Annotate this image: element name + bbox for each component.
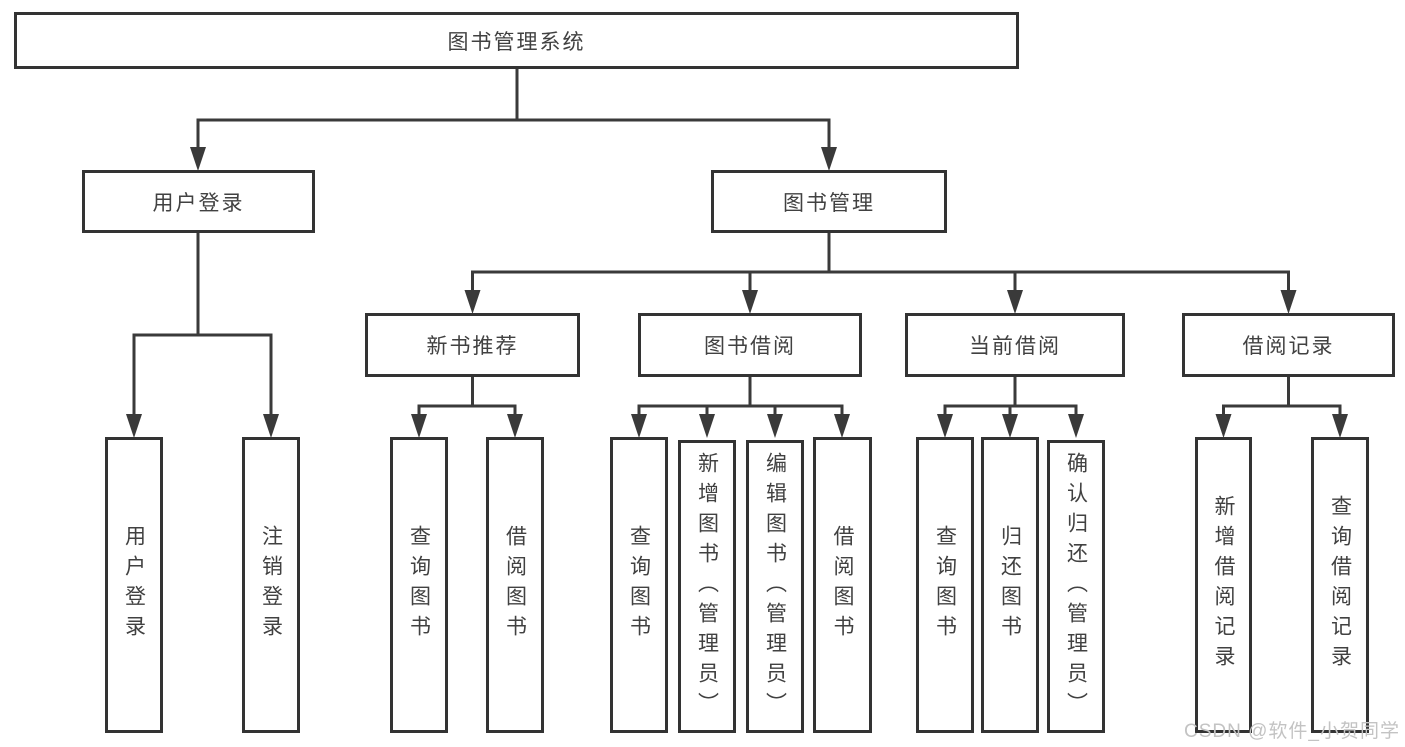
node-user-login: 用户登录 (82, 170, 315, 233)
node-r-query-label: 查询借阅记录 (1328, 495, 1352, 675)
node-b-edit-label: 编辑图书（管理员） (763, 451, 787, 722)
node-b-borrow: 借阅图书 (813, 437, 872, 733)
node-current: 当前借阅 (905, 313, 1125, 377)
node-c-query: 查询图书 (916, 437, 974, 733)
node-r-add: 新增借阅记录 (1195, 437, 1252, 733)
node-rec-borrow: 借阅图书 (486, 437, 544, 733)
edge-new-rec-children (411, 377, 523, 438)
node-records: 借阅记录 (1182, 313, 1395, 377)
edge-records-children (1215, 377, 1348, 438)
node-login: 用户登录 (105, 437, 163, 733)
edge-root-children (190, 69, 837, 171)
edge-book-mgmt-children (464, 233, 1297, 314)
node-root: 图书管理系统 (14, 12, 1019, 69)
node-login-label: 用户登录 (122, 525, 146, 645)
node-c-query-label: 查询图书 (933, 525, 957, 645)
edge-user-login-children (126, 233, 279, 438)
node-c-return-label: 归还图书 (998, 525, 1022, 645)
node-user-login-label: 用户登录 (152, 191, 245, 215)
node-records-label: 借阅记录 (1242, 335, 1335, 358)
csdn-watermark: CSDN @软件_小贺同学 (1184, 721, 1400, 742)
node-new-rec: 新书推荐 (365, 313, 580, 377)
node-b-add: 新增图书（管理员） (678, 440, 736, 733)
node-borrow-label: 图书借阅 (704, 335, 796, 358)
node-logout-label: 注销登录 (259, 525, 283, 645)
node-new-rec-label: 新书推荐 (426, 335, 519, 358)
node-c-confirm-label: 确认归还（管理员） (1064, 451, 1088, 722)
node-r-query: 查询借阅记录 (1311, 437, 1369, 733)
edge-current-children (937, 377, 1084, 438)
node-rec-query: 查询图书 (390, 437, 448, 733)
node-rec-query-label: 查询图书 (407, 525, 431, 645)
node-current-label: 当前借阅 (969, 335, 1061, 358)
node-b-borrow-label: 借阅图书 (831, 525, 854, 645)
node-book-mgmt: 图书管理 (711, 170, 947, 233)
node-rec-borrow-label: 借阅图书 (503, 525, 527, 645)
node-b-query: 查询图书 (610, 437, 668, 733)
node-c-return: 归还图书 (981, 437, 1039, 733)
node-r-add-label: 新增借阅记录 (1212, 495, 1235, 675)
node-book-mgmt-label: 图书管理 (783, 191, 875, 215)
node-root-label: 图书管理系统 (447, 30, 586, 54)
node-logout: 注销登录 (242, 437, 300, 733)
node-c-confirm: 确认归还（管理员） (1047, 440, 1105, 733)
edge-borrow-children (631, 377, 850, 438)
node-b-query-label: 查询图书 (627, 525, 651, 645)
node-b-add-label: 新增图书（管理员） (695, 451, 719, 722)
node-borrow: 图书借阅 (638, 313, 862, 377)
node-b-edit: 编辑图书（管理员） (746, 440, 804, 733)
